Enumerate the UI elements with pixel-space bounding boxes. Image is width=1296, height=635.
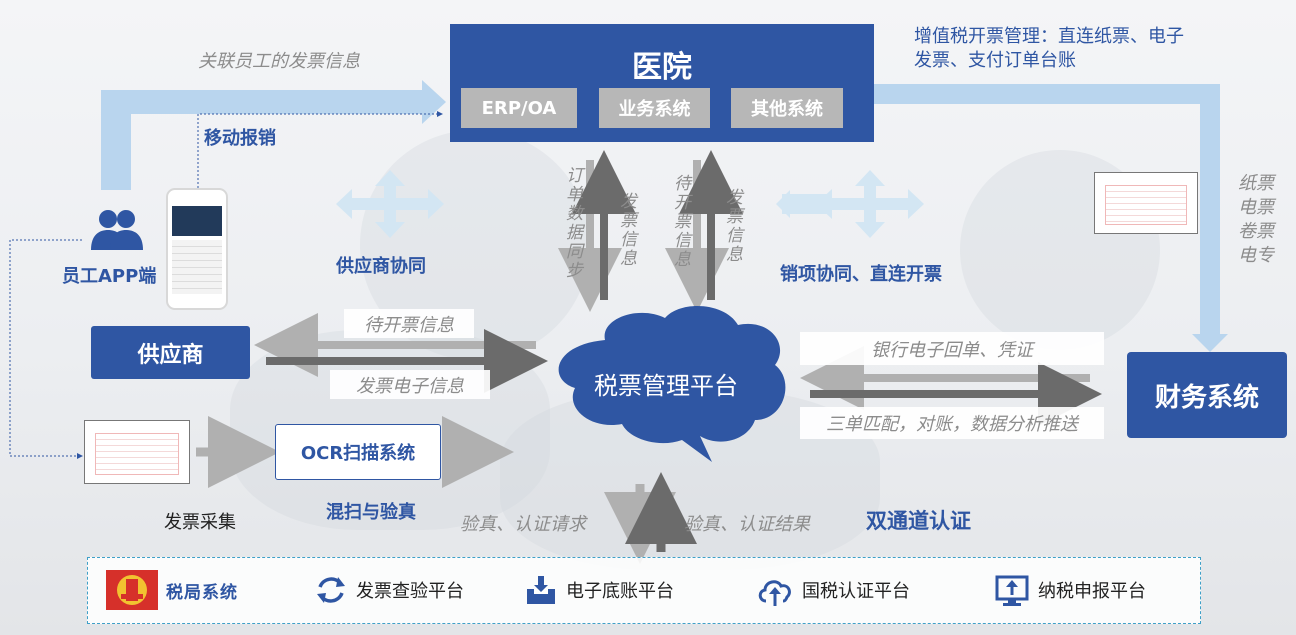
invoice-collect-label: 发票采集 xyxy=(164,512,236,533)
hospital-to-finance-arrow xyxy=(874,84,1228,352)
finance-top-label: 银行电子回单、凭证 xyxy=(800,332,1104,365)
invoice-info-label-1: 发票信息 xyxy=(616,192,636,268)
order-sync-label: 订单数据同步 xyxy=(562,166,582,280)
sales-collab-cross-arrow xyxy=(776,170,924,238)
e-ledger-platform: 电子底账平台 xyxy=(524,558,674,622)
ocr-system-box: OCR扫描系统 xyxy=(275,424,441,480)
tax-bureau-item: 税局系统 xyxy=(106,558,238,622)
invoice-check-platform: 发票查验平台 xyxy=(314,558,464,622)
platform-label: 税票管理平台 xyxy=(594,372,738,400)
finance-system-box: 财务系统 xyxy=(1127,352,1287,438)
platform-label-0: 发票查验平台 xyxy=(356,581,464,602)
tax-bureau-bar: 税局系统 发票查验平台 电子底账平台 国税认证平台 xyxy=(87,557,1201,624)
platform-label-3: 纳税申报平台 xyxy=(1038,581,1146,602)
national-tax-cert-platform: 国税认证平台 xyxy=(756,558,910,622)
hospital-box: 医院 ERP/OA 业务系统 其他系统 xyxy=(450,24,874,142)
employee-invoice-dotted-line xyxy=(9,239,83,459)
mobile-reimburse-label: 移动报销 xyxy=(204,128,276,149)
platform-cloud xyxy=(558,305,786,462)
users-icon xyxy=(91,210,143,250)
hospital-title: 医院 xyxy=(632,50,692,85)
verify-request-label: 验真、认证请求 xyxy=(460,514,586,535)
to-supplier-label: 待开票信息 xyxy=(344,309,474,338)
cloud-upload-icon xyxy=(758,580,791,606)
inbox-download-icon xyxy=(527,576,555,604)
from-supplier-label: 发票电子信息 xyxy=(330,370,490,399)
supplier-collab-label: 供应商协同 xyxy=(336,256,426,277)
supplier-box: 供应商 xyxy=(91,326,250,379)
finance-bottom-label: 三单匹配，对账，数据分析推送 xyxy=(800,407,1104,439)
platform-label-1: 电子底账平台 xyxy=(566,581,674,602)
phone-screen-list xyxy=(172,240,222,294)
pending-invoice-label: 待开票信息 xyxy=(670,174,690,269)
dual-channel-label: 双通道认证 xyxy=(866,509,971,533)
sales-collab-label: 销项协同、直连开票 xyxy=(780,264,942,285)
phone-mockup xyxy=(166,188,228,310)
mobile-reimburse-dotted-line xyxy=(197,111,443,192)
monitor-upload-icon xyxy=(995,575,1029,606)
business-system-box: 业务系统 xyxy=(599,88,710,128)
invoice-types-label: 纸票电票卷票电专 xyxy=(1238,173,1274,266)
refresh-icon xyxy=(317,577,345,603)
employee-invoice-info-label: 关联员工的发票信息 xyxy=(198,51,360,72)
vat-management-label: 增值税开票管理：直连纸票、电子 发票、支付订单台账 xyxy=(914,26,1184,71)
supplier-collab-cross-arrow xyxy=(336,170,444,238)
other-system-box: 其他系统 xyxy=(731,88,843,128)
tax-filing-platform: 纳税申报平台 xyxy=(994,558,1146,622)
verify-result-label: 验真、认证结果 xyxy=(684,514,810,535)
employee-to-hospital-arrow xyxy=(101,80,446,190)
phone-screen-header xyxy=(172,206,222,236)
invoice-thumbnail-left xyxy=(84,420,190,484)
employee-app-label: 员工APP端 xyxy=(62,266,157,287)
ocr-caption: 混扫与验真 xyxy=(326,502,416,523)
invoice-thumbnail-right xyxy=(1094,172,1198,234)
tax-bureau-name: 税局系统 xyxy=(166,582,238,603)
tax-bureau-emblem-icon xyxy=(106,570,158,610)
platform-label-2: 国税认证平台 xyxy=(802,581,910,602)
invoice-info-label-2: 发票信息 xyxy=(722,188,742,264)
erp-oa-box: ERP/OA xyxy=(461,88,577,128)
